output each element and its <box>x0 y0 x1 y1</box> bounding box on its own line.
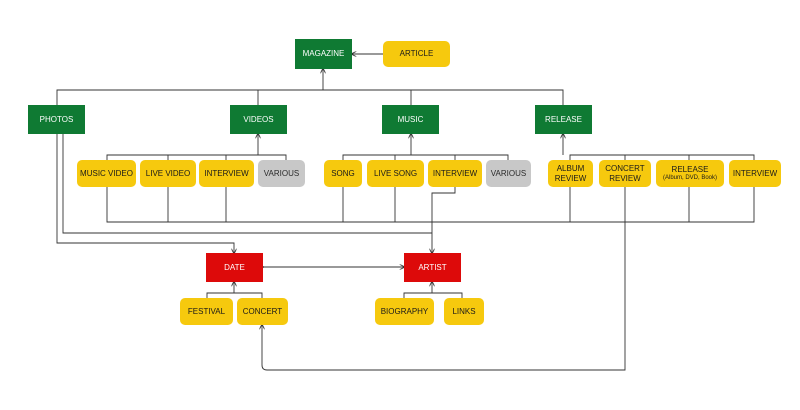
edge-video-items-bus <box>106 154 287 160</box>
edge-music-items-bus <box>342 154 509 160</box>
node-links: LINKS <box>444 298 484 325</box>
edge-items-artist-bus <box>106 187 755 223</box>
edge-music-interview-artist <box>432 187 456 253</box>
node-live-song: LIVE SONG <box>367 160 424 187</box>
node-concert-review: CONCERT REVIEW <box>599 160 651 187</box>
edge-artist-items-bus <box>403 292 463 298</box>
node-biography: BIOGRAPHY <box>375 298 434 325</box>
node-videos: VIDEOS <box>230 105 287 134</box>
edge-photos-artist <box>62 134 432 234</box>
node-article: ARTICLE <box>383 41 450 67</box>
node-artist: ARTIST <box>404 253 461 282</box>
edge-date-items-bus <box>206 292 263 298</box>
node-release-item: RELEASE (Album, DVD, Book) <box>656 160 724 187</box>
node-music: MUSIC <box>382 105 439 134</box>
node-video-interview: INTERVIEW <box>199 160 254 187</box>
node-date: DATE <box>206 253 263 282</box>
node-music-various: VARIOUS <box>486 160 531 187</box>
node-concert: CONCERT <box>237 298 288 325</box>
node-magazine: MAGAZINE <box>295 39 352 69</box>
node-festival: FESTIVAL <box>180 298 233 325</box>
node-release-interview: INTERVIEW <box>729 160 781 187</box>
edge-photos-date <box>56 134 234 253</box>
edge-release-items-bus <box>569 154 755 160</box>
node-release: RELEASE <box>535 105 592 134</box>
node-music-interview: INTERVIEW <box>428 160 482 187</box>
edge-photos-bus <box>56 89 564 105</box>
node-song: SONG <box>324 160 362 187</box>
node-live-video: LIVE VIDEO <box>140 160 196 187</box>
node-album-review: ALBUM REVIEW <box>548 160 593 187</box>
node-photos: PHOTOS <box>28 105 85 134</box>
node-video-various: VARIOUS <box>258 160 305 187</box>
edge-concert-review-concert <box>262 187 626 371</box>
node-music-video: MUSIC VIDEO <box>77 160 136 187</box>
